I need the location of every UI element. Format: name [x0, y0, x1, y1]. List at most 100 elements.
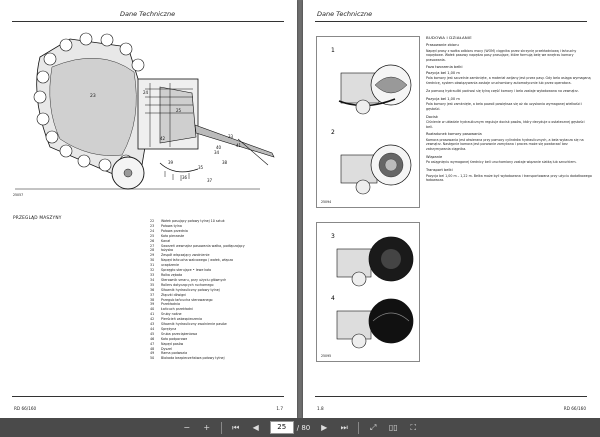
- legend-number: 40: [150, 307, 155, 312]
- legend-text: Sprzęgło sterujące • lewe koło: [161, 268, 212, 273]
- legend-row: 33 Rolka zębata: [150, 273, 290, 278]
- figure-block-3-4: 3 4 25095: [316, 222, 420, 362]
- paragraph: Pola komory jest zamknięte, a bela powol…: [426, 102, 583, 111]
- section-title: BUDOWA I DZIAŁANIE: [426, 35, 472, 40]
- left-page: Dane Techniczne: [0, 0, 297, 418]
- callout: 41: [236, 143, 242, 148]
- callout: 39: [168, 160, 174, 165]
- callout: 33: [228, 134, 234, 139]
- legend-number: 41: [150, 312, 155, 317]
- callout: 23: [90, 94, 96, 99]
- figure-number: 2: [331, 129, 335, 136]
- toolbar-divider: [358, 421, 360, 434]
- paragraph: Napęd prasy z wałka odbioru mocy (WOM) c…: [426, 48, 577, 62]
- figure-number: 4: [331, 295, 335, 302]
- legend-number: 47: [150, 341, 155, 346]
- next-page-icon[interactable]: ▶: [321, 423, 328, 432]
- callout: 36: [182, 175, 188, 180]
- legend-text: Złączki dźwigni: [161, 292, 187, 297]
- subheading: Wiązanie: [426, 154, 443, 159]
- subheading: Rozładunek komory pasowania: [426, 132, 482, 137]
- right-page: Dane Techniczne 1 2 25094 3 4: [303, 0, 600, 418]
- footer-model: RD 66/160: [14, 406, 37, 411]
- fit-page-icon[interactable]: ⤢: [370, 422, 377, 432]
- legend-text: Rolka zębata: [161, 272, 183, 277]
- legend-number: 32: [150, 268, 155, 273]
- legend-number: 29: [150, 253, 155, 258]
- legend-number: 24: [150, 228, 155, 233]
- page-count: / 80: [296, 423, 311, 432]
- toolbar-divider: [220, 421, 222, 434]
- zoom-in-icon[interactable]: +: [203, 423, 211, 432]
- legend-text: Przekładnia: [161, 302, 181, 307]
- legend-number: 35: [150, 282, 155, 287]
- legend-number: 43: [150, 322, 155, 327]
- figure-number: 1: [331, 47, 335, 54]
- section-title: PRZEGLĄD MASZYNY: [13, 216, 62, 221]
- callout: 37: [207, 178, 213, 183]
- legend-text: Sworzeń wewnątrz pasowania wałka, podłąc…: [161, 243, 245, 248]
- subheading: Faza tworzenia belki: [426, 65, 463, 70]
- baler-drawing: [10, 27, 286, 192]
- legend-row: 43 Siłownik hydrauliczny zwolnienie pasów: [150, 322, 290, 327]
- footer-model: RD 66/160: [563, 406, 586, 411]
- legend-text: Rama podwozia: [161, 351, 188, 356]
- callout: 25: [176, 108, 182, 113]
- legend-number: 36: [150, 287, 155, 292]
- legend-row: 41 Śruby nośne: [150, 312, 290, 317]
- page-header: Dane Techniczne: [317, 10, 373, 18]
- legend-row: 47 Napęd pasów: [150, 342, 290, 347]
- page-number-input[interactable]: 25: [269, 421, 294, 434]
- legend-number: 27: [150, 243, 155, 248]
- page-header: Dane Techniczne: [120, 10, 176, 18]
- legend-number: 48: [150, 346, 155, 351]
- paragraph: Komora prasowania jest otwierana przy po…: [426, 137, 584, 152]
- zoom-out-icon[interactable]: −: [183, 423, 191, 432]
- legend-number: 33: [150, 272, 155, 277]
- previous-page-icon[interactable]: ◀: [252, 423, 259, 432]
- legend-number: 34: [150, 277, 155, 282]
- legend-text: Śruby nośne: [161, 312, 182, 317]
- legend-row: 29 Zespół włączający zwolnienie: [150, 253, 290, 258]
- legend-number: 23: [150, 223, 155, 228]
- two-page-icon[interactable]: ▯▯: [388, 423, 398, 432]
- legend-text: Dyszel: [161, 346, 172, 351]
- legend-text: Zespół włączający zwolnienie: [161, 253, 210, 258]
- legend-number: 42: [150, 317, 155, 322]
- fullscreen-icon[interactable]: ⛶: [410, 422, 417, 432]
- legend-number: 26: [150, 238, 155, 243]
- paragraph: Pola komory jest szczelnie zamknięte, a …: [426, 76, 591, 86]
- first-page-icon[interactable]: ⏮: [232, 422, 240, 432]
- callout: 38: [222, 160, 228, 165]
- legend-number: 38: [150, 297, 155, 302]
- legend-row: 27 Sworzeń wewnątrz pasowania wałka, podł…: [150, 244, 290, 249]
- legend-text: Sprężyna: [161, 326, 177, 331]
- callout: 35: [198, 165, 204, 170]
- legend-text: Siłownik hydrauliczny zwolnienie pasów: [161, 322, 227, 327]
- callout: 24: [143, 90, 149, 95]
- legend-text: Kanał: [161, 238, 171, 243]
- footer-rule: [315, 396, 587, 397]
- legend-number: 28: [150, 248, 155, 253]
- legend-text: Napęd pasów: [161, 341, 184, 346]
- legend-row: 32 Sprzęgło sterujące • lewe koło: [150, 268, 290, 273]
- legend-text: Połowa tylna: [161, 223, 182, 228]
- last-page-icon[interactable]: ⏭: [340, 422, 348, 432]
